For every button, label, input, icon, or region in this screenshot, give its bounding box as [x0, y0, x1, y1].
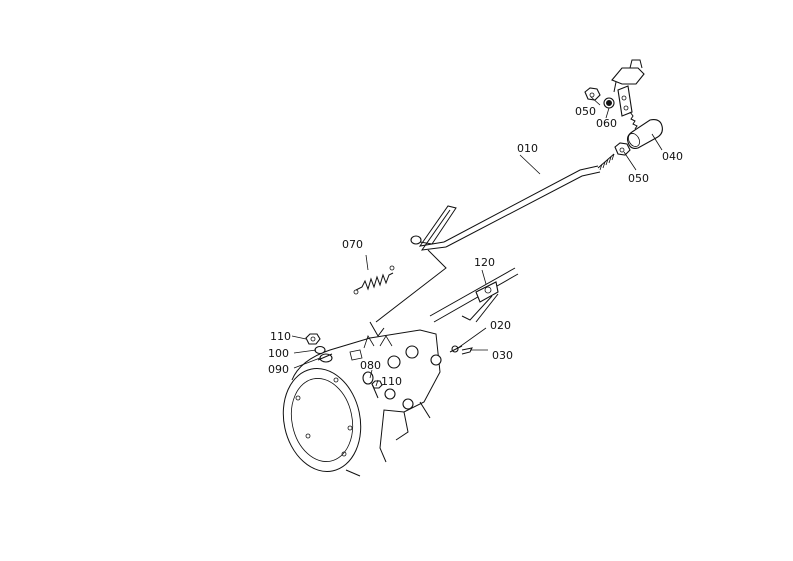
- callout-020: 020: [490, 319, 511, 332]
- transmission-housing: [282, 329, 442, 477]
- part-110-nut-left: [305, 333, 321, 345]
- callout-110-lower: 110: [381, 375, 402, 388]
- callout-050-lower: 050: [628, 172, 649, 185]
- callout-120: 120: [474, 256, 495, 269]
- callout-030: 030: [492, 349, 513, 362]
- part-050-nut-top: [584, 87, 601, 101]
- part-020-pin: [449, 345, 463, 353]
- callout-110-left: 110: [270, 330, 291, 343]
- callout-100: 100: [268, 347, 289, 360]
- part-070-spring: [353, 265, 395, 295]
- callout-labels: 010 020 030 040 050 050 060 070 080 090 …: [268, 105, 683, 388]
- part-050-nut-lower: [614, 142, 631, 156]
- callout-040: 040: [662, 150, 683, 163]
- callout-010: 010: [517, 142, 538, 155]
- callout-090: 090: [268, 363, 289, 376]
- leader-lines: [291, 96, 663, 387]
- pedal-bracket-assembly: [611, 59, 645, 130]
- part-110-nut-lower: [371, 380, 383, 389]
- part-010-rod: [369, 153, 615, 337]
- callout-060: 060: [596, 117, 617, 130]
- part-090-washer: [317, 353, 333, 363]
- part-060-washer: [603, 97, 615, 109]
- part-100-washer: [314, 345, 326, 355]
- part-040-cylinder: [626, 119, 663, 149]
- part-030-cotter-pin: [461, 347, 473, 355]
- callout-050-top: 050: [575, 105, 596, 118]
- callout-080: 080: [360, 359, 381, 372]
- part-120-lever-arm: [429, 267, 519, 323]
- callout-070: 070: [342, 238, 363, 251]
